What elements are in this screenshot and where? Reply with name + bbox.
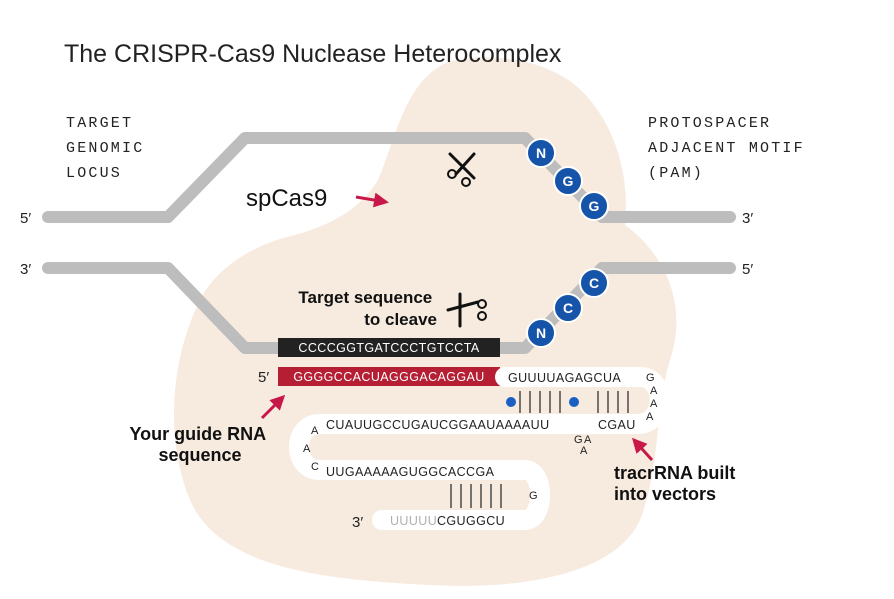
pam-bottom-base-2: C	[563, 300, 573, 316]
scissors-top-icon	[447, 152, 476, 187]
scaffold-left-loop: A A C	[303, 425, 319, 473]
rna-three-prime: 3′	[352, 514, 363, 531]
pam-bottom-base-1: N	[536, 325, 546, 341]
guide-five-prime: 5′	[258, 369, 269, 386]
tetraloop-base-3: A	[650, 398, 658, 410]
tetraloop: G A A A	[646, 372, 658, 423]
lower-hairpin-pairs	[450, 484, 502, 508]
pam-top-circle-1	[526, 138, 556, 168]
pam-top-circles: N G G	[526, 138, 609, 221]
pam-top-base-1: N	[536, 145, 546, 161]
diagram-title: The CRISPR-Cas9 Nuclease Heterocomplex	[64, 40, 562, 68]
tracr-label: tracrRNA built into vectors	[614, 463, 740, 504]
scaffold-lower-right: CGAU	[598, 418, 636, 432]
pam-top-base-3: G	[589, 198, 600, 214]
scissors-bottom-icon	[446, 292, 487, 328]
top-left-end: 5′	[20, 210, 31, 227]
bulge-base-3: A	[580, 445, 588, 457]
target-sequence-label: Target sequence to cleave	[298, 288, 437, 329]
scaffold-bulge: G A A	[574, 434, 592, 457]
pair-dot-right	[569, 397, 579, 407]
guide-rna-label: Your guide RNA sequence	[129, 424, 270, 465]
left-loop-base-1: A	[311, 425, 319, 437]
guide-rna-arrow	[260, 394, 286, 420]
pam-bottom-circle-3	[579, 268, 609, 298]
upper-stem-pairs	[519, 391, 629, 413]
pair-dot-left	[506, 397, 516, 407]
pam-bottom-circle-2	[553, 293, 583, 323]
pam-bottom-circles: N C C	[526, 268, 609, 348]
scaffold-tail: CGUGGCU	[437, 514, 505, 528]
pam-top-circle-2	[553, 166, 583, 196]
target-locus-label: TARGET GENOMIC LOCUS	[66, 115, 156, 182]
spcas9-arrow	[355, 192, 389, 208]
tracr-arrow	[631, 437, 654, 462]
tetraloop-base-4: A	[646, 411, 654, 423]
hairpin-g: G	[529, 490, 538, 502]
guide-sequence-text: GGGGCCACUAGGGACAGGAU	[293, 370, 484, 384]
scaffold-tail-pale: UUUUU	[390, 514, 437, 528]
spcas9-label: spCas9	[246, 185, 327, 212]
scaffold-bottom-strand: UUGAAAAAGUGGCACCGA	[326, 465, 495, 479]
scaffold-top-strand: GUUUUAGAGCUA	[508, 371, 621, 385]
bottom-left-end: 3′	[20, 261, 31, 278]
top-right-end: 3′	[742, 210, 753, 227]
pam-top-circle-3	[579, 191, 609, 221]
bottom-right-end: 5′	[742, 261, 753, 278]
pam-bottom-base-3: C	[589, 275, 599, 291]
scaffold-lower-strand: CUAUUGCCUGAUCGGAAUAAAAUU	[326, 418, 550, 432]
tracr-scaffold-ribbon	[289, 367, 670, 530]
left-loop-base-3: C	[311, 461, 319, 473]
target-sequence-box	[278, 338, 500, 357]
pam-label: PROTOSPACER ADJACENT MOTIF (PAM)	[648, 115, 816, 182]
bulge-base-2: A	[584, 434, 592, 446]
left-loop-base-2: A	[303, 443, 311, 455]
target-sequence-text: CCCCGGTGATCCCTGTCCTA	[298, 341, 479, 355]
bulge-base-1: G	[574, 434, 583, 446]
tetraloop-base-1: G	[646, 372, 655, 384]
pam-top-base-2: G	[563, 173, 574, 189]
guide-sequence-box	[278, 367, 500, 386]
top-dna-strand	[42, 132, 736, 223]
pam-bottom-circle-1	[526, 318, 556, 348]
tetraloop-base-2: A	[650, 385, 658, 397]
